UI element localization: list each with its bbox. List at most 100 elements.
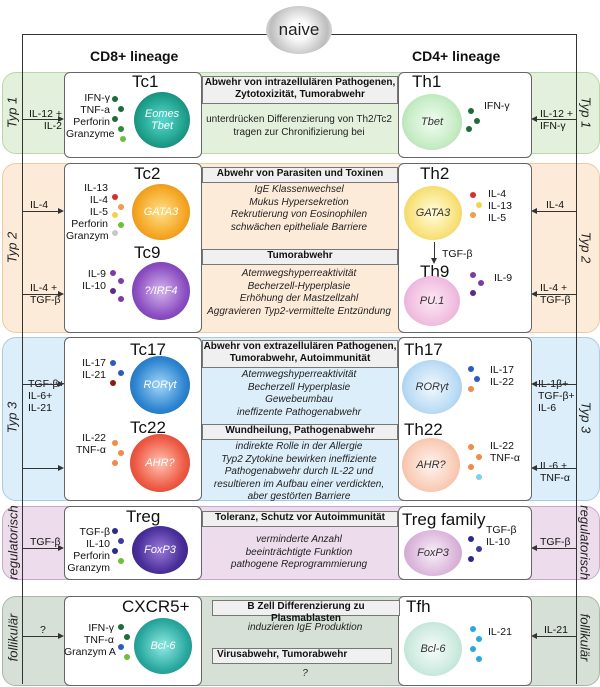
tc2-name: Tc2 [134, 164, 161, 183]
tc22-cytokines: IL-22 TNF-α [76, 432, 106, 456]
tc9-cytokines: IL-9 IL-10 [82, 268, 106, 292]
tc2-dot-1 [112, 194, 118, 200]
tc9-cell: ?/IRF4 [132, 262, 190, 320]
tc17-name: Tc17 [130, 340, 166, 359]
typ2-header-b: Tumorabwehr [202, 249, 398, 265]
typ3-right-arrow-a [536, 384, 576, 385]
tc17-dot-1 [110, 360, 116, 366]
typ1-right-arrow [536, 119, 576, 120]
typ3-left-arrow-b [22, 468, 62, 469]
tfh-dot-2 [476, 636, 482, 642]
reg-left-input: TGF-β [30, 536, 61, 548]
typ1-left-input: IL-12 + IL-2 [29, 108, 62, 132]
th22-name: Th22 [404, 420, 443, 439]
reg-right-arrow [536, 548, 576, 549]
th2-to-th9-arrowhead [431, 258, 437, 264]
reg-right-arrowhead [531, 545, 537, 551]
foll-description-b: ? [302, 668, 308, 679]
typ3-right-arrowhead-a [531, 381, 537, 387]
typ3-left-arrowhead-b [58, 465, 64, 471]
tc1-name: Tc1 [132, 72, 159, 91]
th1-cell: Tbet [402, 94, 462, 150]
th22-dot-3 [468, 464, 474, 470]
tc22-dot-3 [112, 460, 118, 466]
tc17-dot-2 [118, 370, 124, 376]
reg-right-input: TGF-β [540, 536, 571, 548]
reg-left-arrow [22, 548, 62, 549]
tc9-dot-1 [110, 270, 116, 276]
tgf-beta-label: TGF-β [442, 248, 473, 260]
foll-left-input: ? [40, 624, 46, 636]
naive-left-line [22, 34, 23, 684]
foll-description-a: induzieren IgE Produktion [247, 622, 363, 633]
tc9-dot-3 [110, 288, 116, 294]
typ2-header-a: Abwehr von Parasiten und Toxinen [202, 167, 398, 183]
typ3-right-input-b: IL-6 + TNF-α [540, 460, 570, 484]
typ1-right-input: IL-12 + IFN-γ [540, 108, 573, 132]
th9-dot-2 [478, 280, 484, 286]
th17-name: Th17 [404, 340, 443, 359]
tc2-cytokines: IL-13 IL-4 IL-5 Perforin Granzym [66, 182, 109, 242]
treg-cd8-cell: FoxP3 [132, 526, 188, 574]
tc1-dot-4 [118, 126, 124, 132]
cxcr5-name: CXCR5+ [122, 597, 190, 616]
tc22-dot-2 [118, 450, 124, 456]
th17-tf: RORγt [415, 381, 449, 393]
treg-family-tf: FoxP3 [417, 547, 449, 559]
side-label-foll-right: follikulär [577, 613, 593, 662]
tc1-dot-3 [112, 116, 118, 122]
typ2-description-a: IgE Klassenwechsel Mukus Hypersekretion … [230, 184, 368, 233]
reg-header: Toleranz, Schutz vor Autoimmunität [202, 511, 398, 527]
typ3-left-arrow-a [22, 384, 62, 385]
th2-name: Th2 [420, 164, 450, 183]
typ2-right-arrow-a [536, 211, 576, 212]
tfh-dot-1 [470, 626, 476, 632]
th17-cytokines: IL-17 IL-22 [490, 364, 514, 388]
tc2-cell: GATA3 [132, 184, 190, 240]
tc17-cell: RORγt [130, 356, 190, 414]
treg-family-dot-3 [468, 556, 474, 562]
th2-cell: GATA3 [404, 186, 462, 240]
tc9-dot-4 [118, 296, 124, 302]
th9-cytokines: IL-9 [494, 272, 513, 284]
typ3-left-arrowhead-a [58, 381, 64, 387]
side-label-typ1-left: Typ 1 [4, 96, 20, 129]
treg-cd8-dot-1 [112, 528, 118, 534]
side-label-typ3-left: Typ 3 [4, 401, 20, 434]
th1-name: Th1 [412, 72, 442, 91]
th2-tf: GATA3 [415, 207, 451, 219]
side-label-typ2-left: Typ 2 [4, 231, 20, 264]
treg-family-cell: FoxP3 [404, 530, 462, 576]
typ1-right-arrowhead [531, 116, 537, 122]
cxcr5-dot-4 [124, 654, 130, 660]
th9-tf: PU.1 [419, 295, 445, 307]
typ2-left-arrowhead-b [58, 291, 64, 297]
naive-cell: naive [266, 6, 332, 54]
side-label-reg-left: regulatorisch [5, 505, 21, 580]
typ3-description-a: Atemwegshyperreaktivität Becherzell Hype… [237, 369, 361, 418]
tc1-dot-1 [112, 96, 118, 102]
reg-left-arrowhead [58, 545, 64, 551]
typ1-left-arrowhead [58, 116, 64, 122]
tc1-cell: Eomes Tbet [134, 92, 190, 148]
tc22-name: Tc22 [130, 418, 166, 437]
th22-cytokines: IL-22 TNF-α [490, 440, 520, 464]
th2-to-th9-arrow [434, 242, 435, 260]
th9-dot-3 [470, 290, 476, 296]
cxcr5-tf: Bcl-6 [150, 640, 176, 652]
treg-cd8-cytokines: TGF-β IL-10 Perforin Granzym [67, 526, 110, 574]
treg-cd8-dot-2 [118, 538, 124, 544]
tc1-tf: Eomes Tbet [144, 108, 180, 132]
tc22-tf: AHR? [145, 457, 175, 469]
th2-dot-2 [476, 202, 482, 208]
typ2-left-arrowhead-a [58, 208, 64, 214]
side-label-reg-right: regulatorisch [577, 505, 593, 580]
foll-header-a: B Zell Differenzierung zu Plasmablasten [212, 600, 400, 624]
typ2-right-arrowhead-b [531, 291, 537, 297]
typ3-header-b: Wundheilung, Pathogenabwehr [202, 424, 398, 440]
naive-label: naive [278, 20, 320, 39]
side-label-typ1-right: Typ 1 [578, 96, 594, 129]
typ2-description-b: Atemwegshyperreaktivität Becherzell-Hype… [207, 268, 391, 317]
th1-dot-3 [466, 126, 472, 132]
th1-dot-2 [474, 118, 480, 124]
